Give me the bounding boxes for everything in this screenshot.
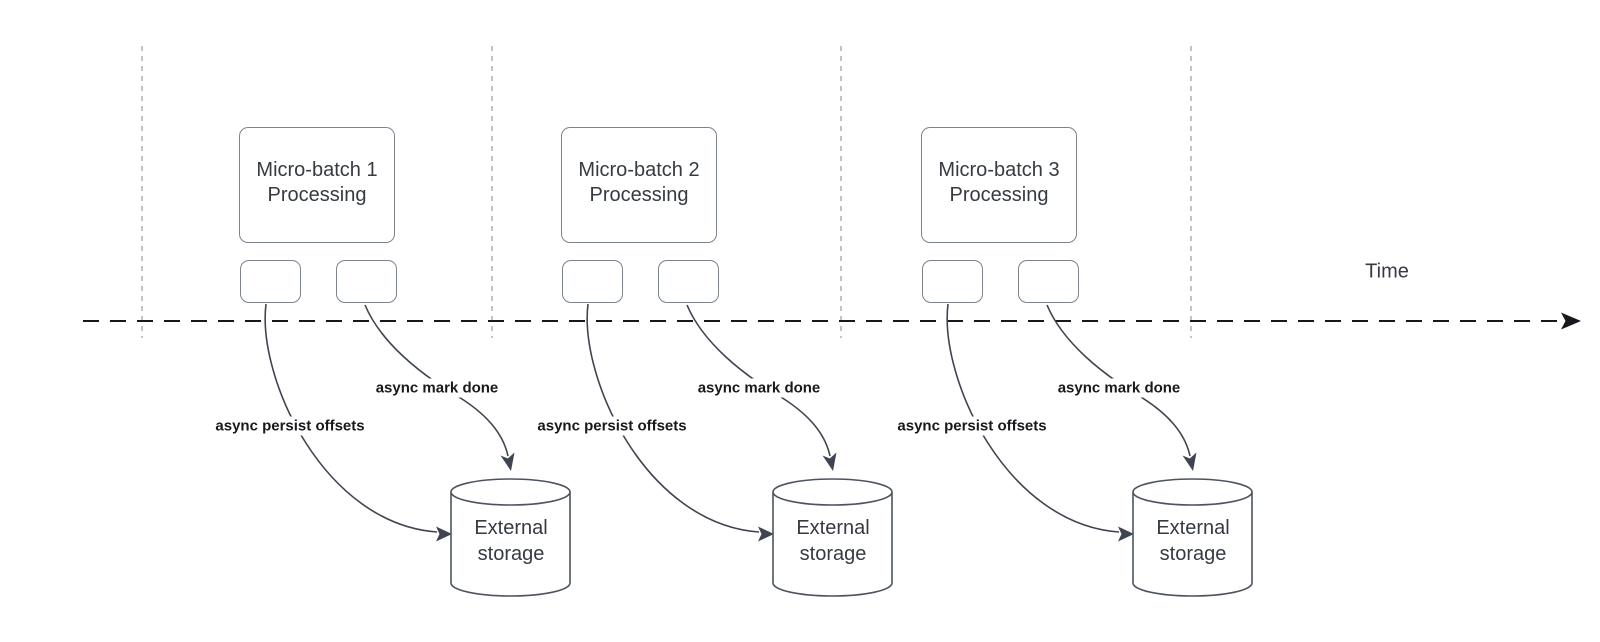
persist-offsets-arrow — [264, 303, 438, 533]
persist-offsets-arrow — [946, 303, 1120, 533]
external-storage-label-1: External storage — [451, 515, 571, 567]
external-storage-label-3: External storage — [1133, 515, 1253, 567]
mark-done-label-3: async mark done — [1054, 378, 1184, 398]
mark-done-label-1: async mark done — [372, 378, 502, 398]
external-storage-label-line2: storage — [1159, 543, 1227, 565]
mark-done-arrowhead — [500, 452, 515, 471]
external-storage-cylinder-body — [772, 492, 893, 597]
micro-batch-2-title-line2: Processing — [589, 183, 689, 206]
external-storage-label-line2: storage — [477, 543, 545, 565]
external-storage-label-line2: storage — [799, 543, 867, 565]
external-storage-label-line1: External — [1156, 517, 1230, 539]
offset-box-left-2 — [562, 260, 623, 303]
persist-offsets-arrowhead — [436, 526, 452, 542]
micro-batch-3-title-line1: Micro-batch 3 — [938, 158, 1060, 181]
group-1-shapes — [264, 303, 571, 597]
external-storage-cylinder-top — [450, 478, 571, 506]
micro-batch-2-processing-box: Micro-batch 2 Processing — [561, 127, 717, 243]
micro-batch-1-title-line1: Micro-batch 1 — [256, 158, 378, 181]
persist-offsets-arrowhead — [758, 526, 774, 542]
offset-box-right-3 — [1018, 260, 1079, 303]
offset-box-left-1 — [240, 260, 301, 303]
group-3-shapes — [946, 303, 1253, 597]
group-2-shapes — [586, 303, 893, 597]
mark-done-arrowhead — [1182, 452, 1197, 471]
external-storage-cylinder-body — [1132, 492, 1253, 597]
offset-box-right-1 — [336, 260, 397, 303]
external-storage-label-line1: External — [796, 517, 870, 539]
external-storage-cylinder-body — [450, 492, 571, 597]
micro-batch-3-processing-box: Micro-batch 3 Processing — [921, 127, 1077, 243]
micro-batch-1-processing-box: Micro-batch 1 Processing — [239, 127, 395, 243]
micro-batch-2-title-line1: Micro-batch 2 — [578, 158, 700, 181]
mark-done-arrowhead — [822, 452, 837, 471]
micro-batch-1-title-line2: Processing — [267, 183, 367, 206]
external-storage-label-2: External storage — [773, 515, 893, 567]
micro-batch-3-title-line2: Processing — [949, 183, 1049, 206]
external-storage-cylinder-top — [1132, 478, 1253, 506]
external-storage-label-line1: External — [474, 517, 548, 539]
persist-offsets-arrow — [586, 303, 760, 533]
external-storage-cylinder-top — [772, 478, 893, 506]
offset-box-right-2 — [658, 260, 719, 303]
mark-done-label-2: async mark done — [694, 378, 824, 398]
time-axis-arrowhead — [1561, 312, 1581, 330]
persist-offsets-label-2: async persist offsets — [534, 416, 690, 436]
time-axis-label: Time — [1365, 260, 1409, 283]
persist-offsets-label-3: async persist offsets — [894, 416, 1050, 436]
persist-offsets-arrowhead — [1118, 526, 1134, 542]
offset-box-left-3 — [922, 260, 983, 303]
persist-offsets-label-1: async persist offsets — [212, 416, 368, 436]
